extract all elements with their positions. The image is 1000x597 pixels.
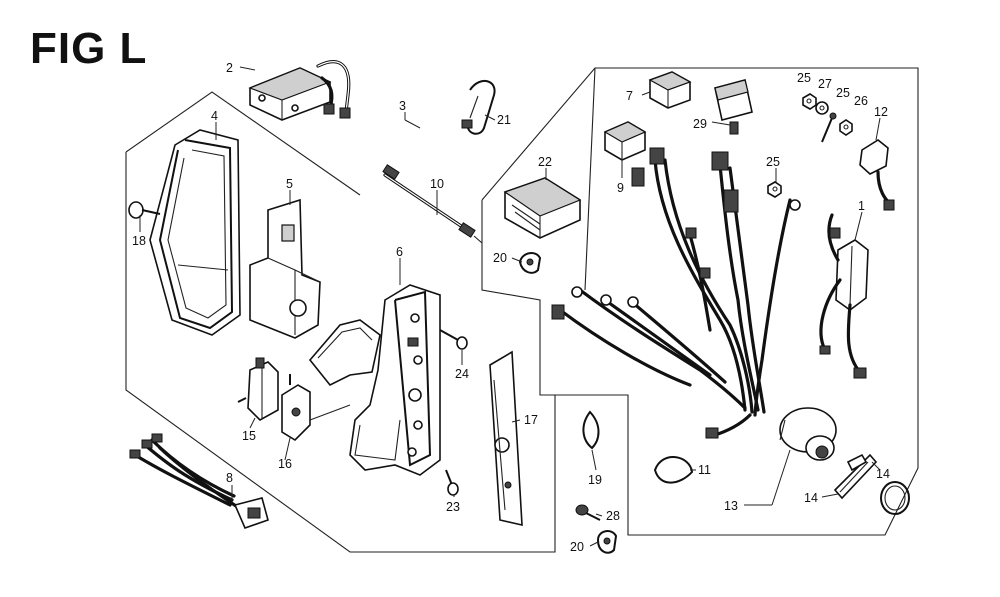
part-20-clip-upper (518, 252, 542, 274)
part-12-fuse (859, 139, 895, 211)
part-11-clamp (653, 456, 694, 484)
part-25-bolt (821, 112, 837, 143)
callout-1: 1 (858, 199, 865, 213)
callout-17: 17 (524, 413, 538, 427)
callout-3: 3 (399, 99, 406, 113)
part-20-clip-lower (596, 530, 618, 554)
part-5-bracket (249, 198, 321, 339)
callout-23: 23 (446, 500, 460, 514)
part-18-screw (128, 201, 161, 219)
part-9-connector (603, 121, 647, 161)
part-13-ignition-switch (779, 407, 837, 461)
callout-25-a: 25 (797, 71, 811, 85)
callout-11: 11 (698, 463, 711, 477)
figure-title: FIG L (30, 24, 148, 73)
callout-26: 26 (854, 94, 868, 108)
part-27-washer (815, 101, 829, 115)
part-16-switch (281, 374, 351, 442)
callout-24: 24 (455, 367, 469, 381)
assembly-boundary-right (481, 67, 919, 536)
part-25-nut-a (802, 93, 817, 110)
part-28-screw (575, 504, 601, 521)
part-7-relay (648, 71, 692, 109)
callout-29: 29 (693, 117, 707, 131)
callout-19: 19 (588, 473, 602, 487)
part-15-switch (237, 357, 279, 421)
callout-4: 4 (211, 109, 218, 123)
callout-2: 2 (226, 61, 233, 75)
part-1-coil (819, 213, 869, 379)
callout-21: 21 (497, 113, 511, 127)
callout-25-c: 25 (766, 155, 780, 169)
part-23-screw (445, 469, 459, 496)
callout-10: 10 (430, 177, 444, 191)
callout-8: 8 (226, 471, 233, 485)
main-wiring-harness (551, 147, 841, 439)
part-24-screw (439, 329, 468, 350)
part-14-key (833, 453, 878, 500)
part-19-clamp (582, 410, 600, 450)
part-22-module (503, 177, 582, 239)
part-29-fuse-holder (714, 79, 753, 135)
callout-14-ring: 14 (876, 467, 890, 481)
callout-15: 15 (242, 429, 256, 443)
leader-lines (139, 66, 881, 547)
callout-18: 18 (132, 234, 146, 248)
callout-27: 27 (818, 77, 832, 91)
callout-20-upper: 20 (493, 251, 507, 265)
callout-14-key: 14 (804, 491, 818, 505)
part-6-control-panel (308, 284, 441, 476)
callout-20-lower: 20 (570, 540, 584, 554)
callout-labels: 2 3 4 5 6 10 21 22 20 18 7 29 9 25 27 25… (132, 61, 890, 554)
callout-5: 5 (286, 177, 293, 191)
callout-12: 12 (874, 105, 888, 119)
callout-9: 9 (617, 181, 624, 195)
callout-28: 28 (606, 509, 620, 523)
part-21-clip (461, 80, 496, 135)
part-4-cover (149, 129, 241, 336)
part-8-harness (129, 433, 269, 529)
callout-25-b: 25 (836, 86, 850, 100)
callout-22: 22 (538, 155, 552, 169)
part-17-plate (489, 350, 523, 527)
callout-6: 6 (396, 245, 403, 259)
callout-16: 16 (278, 457, 292, 471)
part-10-cable (382, 164, 483, 244)
part-25-nut-b (767, 181, 782, 198)
part-26-nut (839, 119, 853, 136)
part-14-key-ring (880, 481, 910, 515)
callout-13: 13 (724, 499, 738, 513)
assembly-boundary-left (125, 91, 556, 553)
callout-7: 7 (626, 89, 633, 103)
part-2-cdi-unit (248, 60, 351, 121)
